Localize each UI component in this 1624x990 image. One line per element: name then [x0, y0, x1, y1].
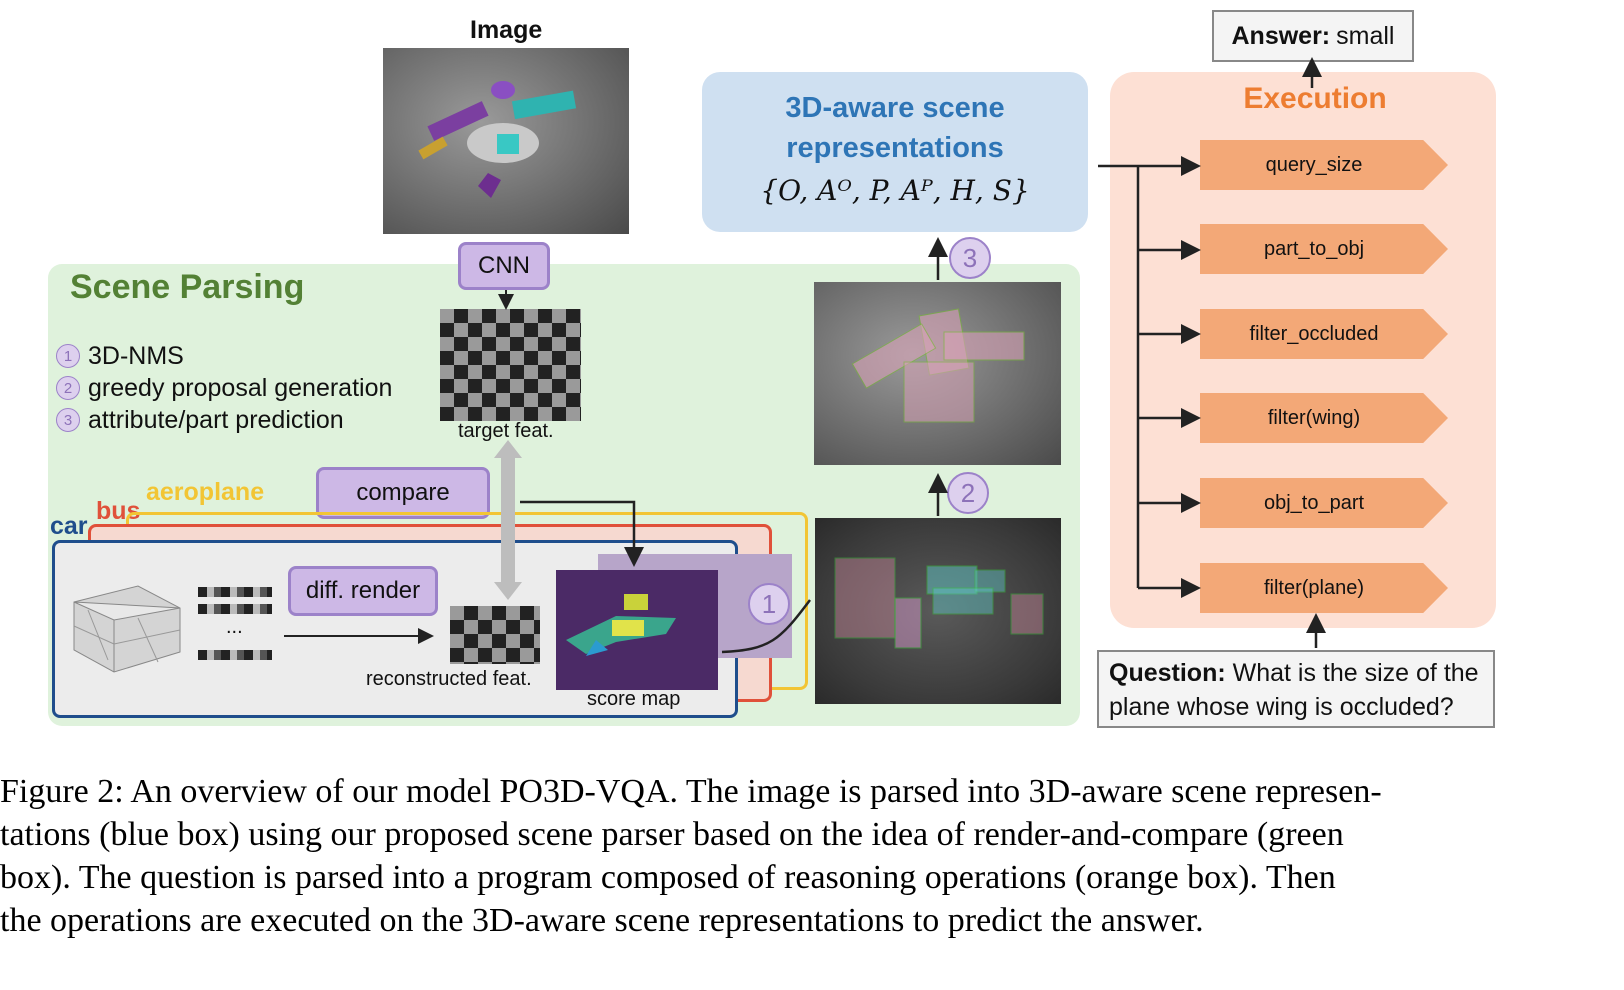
diff-render-box: diff. render [288, 566, 438, 616]
op-part-to-obj: part_to_obj [1200, 224, 1448, 274]
target-feature-map [440, 309, 581, 421]
step-number-badge: 2 [56, 376, 80, 400]
car-label: car [50, 512, 88, 540]
feature-vector [198, 650, 272, 660]
step-one-badge: 1 [748, 583, 790, 625]
step-legend: 1 3D-NMS 2 greedy proposal generation 3 … [56, 340, 392, 436]
answer-label: Answer: [1231, 21, 1331, 50]
answer-value: small [1336, 21, 1395, 50]
step-number-badge: 3 [56, 408, 80, 432]
input-image [383, 48, 629, 234]
execution-title: Execution [1243, 82, 1387, 115]
feature-vector [198, 587, 272, 597]
bus-label: bus [96, 497, 141, 525]
ellipsis: ... [226, 616, 243, 638]
step-number-badge: 1 [56, 344, 80, 368]
representation-box [702, 72, 1088, 232]
caption-line-1: Figure 2: An overview of our model PO3D-… [0, 773, 1382, 810]
reconstructed-feat-label: reconstructed feat. [366, 668, 532, 690]
step-two-badge: 2 [947, 472, 989, 514]
toy-vehicles-graphic [418, 81, 577, 198]
final-parse-image [814, 282, 1061, 465]
answer-box: Answer: small [1212, 10, 1414, 62]
step-label: attribute/part prediction [88, 405, 344, 434]
representation-formula: {O, Aᴼ, P, Aᴾ, H, S} [760, 174, 1030, 207]
step-label: 3D-NMS [88, 341, 184, 370]
op-obj-to-part: obj_to_part [1200, 478, 1448, 528]
compare-box: compare [316, 467, 490, 519]
representation-title-2: representations [786, 132, 1004, 164]
question-text-2: plane whose wing is occluded? [1109, 693, 1454, 721]
question-text-1: What is the size of the [1232, 659, 1479, 687]
image-label: Image [470, 16, 543, 44]
caption-line-4: the operations are executed on the 3D-aw… [0, 902, 1204, 939]
op-filter-plane: filter(plane) [1200, 563, 1448, 613]
aeroplane-label: aeroplane [146, 478, 265, 506]
mesh-cube [73, 585, 181, 673]
caption-line-2: tations (blue box) using our proposed sc… [0, 816, 1344, 853]
target-feat-label: target feat. [458, 420, 554, 442]
question-label: Question: [1109, 659, 1226, 687]
caption-line-3: box). The question is parsed into a prog… [0, 859, 1336, 896]
cnn-box: CNN [458, 242, 550, 290]
representation-title-1: 3D-aware scene [785, 92, 1005, 124]
proposal-image [815, 518, 1061, 704]
op-query-size: query_size [1200, 140, 1448, 190]
reconstructed-feature-map [450, 606, 540, 664]
figure-caption: Figure 2: An overview of our model PO3D-… [0, 770, 1620, 942]
question-box: Question: What is the size of the plane … [1097, 650, 1495, 728]
feature-vector [198, 604, 272, 614]
op-filter-wing: filter(wing) [1200, 393, 1448, 443]
score-map [556, 570, 718, 690]
op-filter-occluded: filter_occluded [1200, 309, 1448, 359]
connector-arrows [284, 57, 1326, 654]
scene-parsing-title: Scene Parsing [70, 268, 305, 306]
score-map-label: score map [587, 688, 681, 710]
step-three-badge: 3 [949, 237, 991, 279]
step-label: greedy proposal generation [88, 373, 393, 402]
